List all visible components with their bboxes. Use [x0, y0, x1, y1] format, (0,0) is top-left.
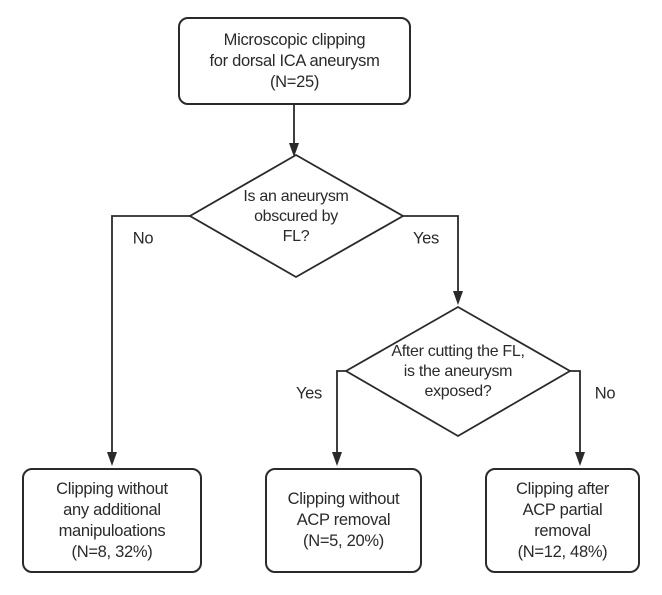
decision2-text: After cutting the FL, is the aneurysm ex… [391, 343, 525, 400]
edge-decision2-yes [332, 370, 346, 466]
label-decision2-yes: Yes [293, 384, 325, 404]
arrowhead-down-icon [107, 452, 117, 466]
arrowhead-down-icon [453, 291, 463, 305]
outcome-left-node: Clipping without any additional manipulo… [22, 468, 202, 573]
label-decision1-yes: Yes [410, 229, 442, 249]
outcome-middle-text: Clipping without ACP removal (N=5, 20%) [287, 490, 400, 550]
start-node-text: Microscopic clipping for dorsal ICA aneu… [209, 30, 380, 91]
edge-decision2-no [570, 370, 585, 466]
decision1-node [188, 153, 405, 279]
arrow-start-to-decision1 [289, 105, 299, 157]
outcome-left-text: Clipping without any additional manipulo… [56, 479, 168, 561]
outcome-middle-node: Clipping without ACP removal (N=5, 20%) [265, 468, 422, 573]
outcome-right-node: Clipping after ACP partial removal (N=12… [485, 468, 640, 573]
edge-decision1-yes [403, 215, 463, 305]
decision1-text: Is an aneurysm obscured by FL? [243, 188, 349, 245]
start-node: Microscopic clipping for dorsal ICA aneu… [178, 17, 411, 105]
label-decision1-no: No [130, 229, 156, 249]
edge-decision1-no [107, 215, 190, 466]
arrowhead-down-icon [289, 143, 299, 157]
outcome-right-text: Clipping after ACP partial removal (N=12… [515, 479, 610, 561]
arrowhead-down-icon [575, 452, 585, 466]
arrowhead-down-icon [332, 452, 342, 466]
label-decision2-no: No [592, 384, 618, 404]
decision2-node [344, 305, 572, 438]
